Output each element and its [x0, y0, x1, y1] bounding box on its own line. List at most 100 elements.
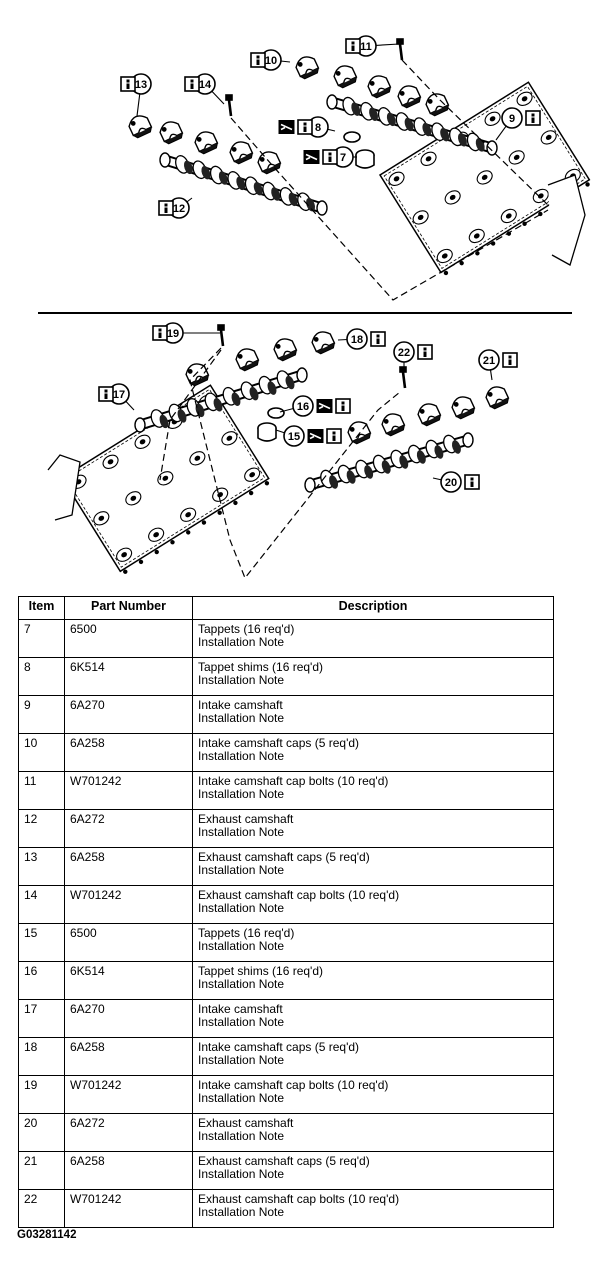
- exhaust-cap-f: [347, 421, 372, 445]
- cell-item: 20: [18, 1113, 65, 1152]
- special-tool-icon[interactable]: [303, 150, 320, 164]
- callout-18: 18: [337, 328, 386, 350]
- info-icon[interactable]: [184, 76, 200, 92]
- tappet-15: [257, 422, 277, 442]
- cell-part-number: 6A258: [64, 733, 193, 772]
- cell-item: 9: [18, 695, 65, 734]
- callout-7: 7: [303, 146, 357, 168]
- info-icon[interactable]: [525, 110, 541, 126]
- installation-note-link[interactable]: Installation Note: [198, 977, 285, 991]
- installation-note-link[interactable]: Installation Note: [198, 635, 285, 649]
- cell-item: 22: [18, 1189, 65, 1228]
- exhaust-cap-i: [451, 396, 476, 420]
- intake-cap-i: [311, 331, 336, 355]
- info-icon[interactable]: [464, 474, 480, 490]
- exhaust-cap-c: [194, 131, 219, 155]
- installation-note-link[interactable]: Installation Note: [198, 1129, 285, 1143]
- installation-note-link[interactable]: Installation Note: [198, 863, 285, 877]
- intake-cap-h: [273, 338, 298, 362]
- info-icon[interactable]: [120, 76, 136, 92]
- installation-note-link[interactable]: Installation Note: [198, 939, 285, 953]
- description-text: Intake camshaft caps (5 req'd): [198, 1040, 360, 1054]
- installation-note-link[interactable]: Installation Note: [198, 787, 285, 801]
- cap-bolt-19: [217, 324, 225, 347]
- callout-number: 14: [199, 79, 212, 91]
- installation-note-link[interactable]: Installation Note: [198, 749, 285, 763]
- intake-cap-c: [367, 75, 392, 99]
- exhaust-cap-b: [159, 121, 184, 145]
- exhaust-cap-h: [417, 403, 442, 427]
- callout-11: 11: [345, 35, 400, 57]
- info-icon[interactable]: [502, 352, 518, 368]
- installation-note-link[interactable]: Installation Note: [198, 673, 285, 687]
- intake-cap-e: [425, 93, 450, 117]
- cell-item: 18: [18, 1037, 65, 1076]
- description-text: Intake camshaft: [198, 698, 283, 712]
- cell-part-number: 6500: [64, 619, 193, 658]
- special-tool-icon[interactable]: [278, 120, 295, 134]
- info-icon[interactable]: [326, 428, 342, 444]
- callout-22: 22: [393, 341, 433, 372]
- cell-part-number: 6K514: [64, 961, 193, 1000]
- info-icon[interactable]: [335, 398, 351, 414]
- exhaust-cap-g: [381, 413, 406, 437]
- cell-item: 14: [18, 885, 65, 924]
- info-icon[interactable]: [417, 344, 433, 360]
- callout-14: 14: [184, 73, 225, 105]
- exhaust-camshaft-lower: [304, 432, 474, 493]
- info-icon[interactable]: [158, 200, 174, 216]
- installation-note-link[interactable]: Installation Note: [198, 825, 285, 839]
- info-icon[interactable]: [98, 386, 114, 402]
- description-text: Tappet shims (16 req'd): [198, 964, 324, 978]
- cell-item: 13: [18, 847, 65, 886]
- installation-note-link[interactable]: Installation Note: [198, 1167, 285, 1181]
- installation-note-link[interactable]: Installation Note: [198, 901, 285, 915]
- installation-note-link[interactable]: Installation Note: [198, 1015, 285, 1029]
- callout-10: 10: [250, 49, 291, 71]
- info-icon[interactable]: [250, 52, 266, 68]
- info-icon[interactable]: [370, 331, 386, 347]
- description-text: Exhaust camshaft cap bolts (10 req'd): [198, 1192, 400, 1206]
- cap-bolt-14: [225, 94, 233, 117]
- callout-number: 8: [315, 122, 321, 134]
- special-tool-icon[interactable]: [316, 399, 333, 413]
- callout-number: 22: [398, 347, 410, 359]
- cell-description: Intake camshaft caps (5 req'd)Installati…: [192, 1037, 554, 1076]
- description-text: Tappets (16 req'd): [198, 622, 295, 636]
- info-icon[interactable]: [322, 149, 338, 165]
- intake-cap-d: [397, 85, 422, 109]
- callout-number: 12: [173, 203, 185, 215]
- installation-note-link[interactable]: Installation Note: [198, 1053, 285, 1067]
- tappet-shim-16: [267, 407, 285, 419]
- exhaust-camshaft-upper: [159, 152, 328, 216]
- cell-part-number: 6K514: [64, 657, 193, 696]
- installation-note-link[interactable]: Installation Note: [198, 1205, 285, 1219]
- info-icon[interactable]: [345, 38, 361, 54]
- callout-19: 19: [152, 322, 220, 344]
- cell-part-number: W701242: [64, 885, 193, 924]
- callout-16: 16: [279, 395, 351, 417]
- exhaust-cap-d: [229, 141, 254, 165]
- intake-cap-a: [295, 56, 320, 80]
- special-tool-icon[interactable]: [307, 429, 324, 443]
- cell-description: Tappets (16 req'd)Installation Note: [192, 619, 554, 658]
- callout-number: 19: [167, 328, 179, 340]
- info-icon[interactable]: [297, 119, 313, 135]
- tappet-shim-8: [343, 131, 361, 143]
- cell-part-number: 6A270: [64, 999, 193, 1038]
- callout-number: 16: [297, 401, 309, 413]
- installation-note-link[interactable]: Installation Note: [198, 1091, 285, 1105]
- info-icon[interactable]: [152, 325, 168, 341]
- installation-note-link[interactable]: Installation Note: [198, 711, 285, 725]
- callout-20: 20: [432, 471, 480, 493]
- cell-description: Intake camshaft cap bolts (10 req'd)Inst…: [192, 771, 554, 810]
